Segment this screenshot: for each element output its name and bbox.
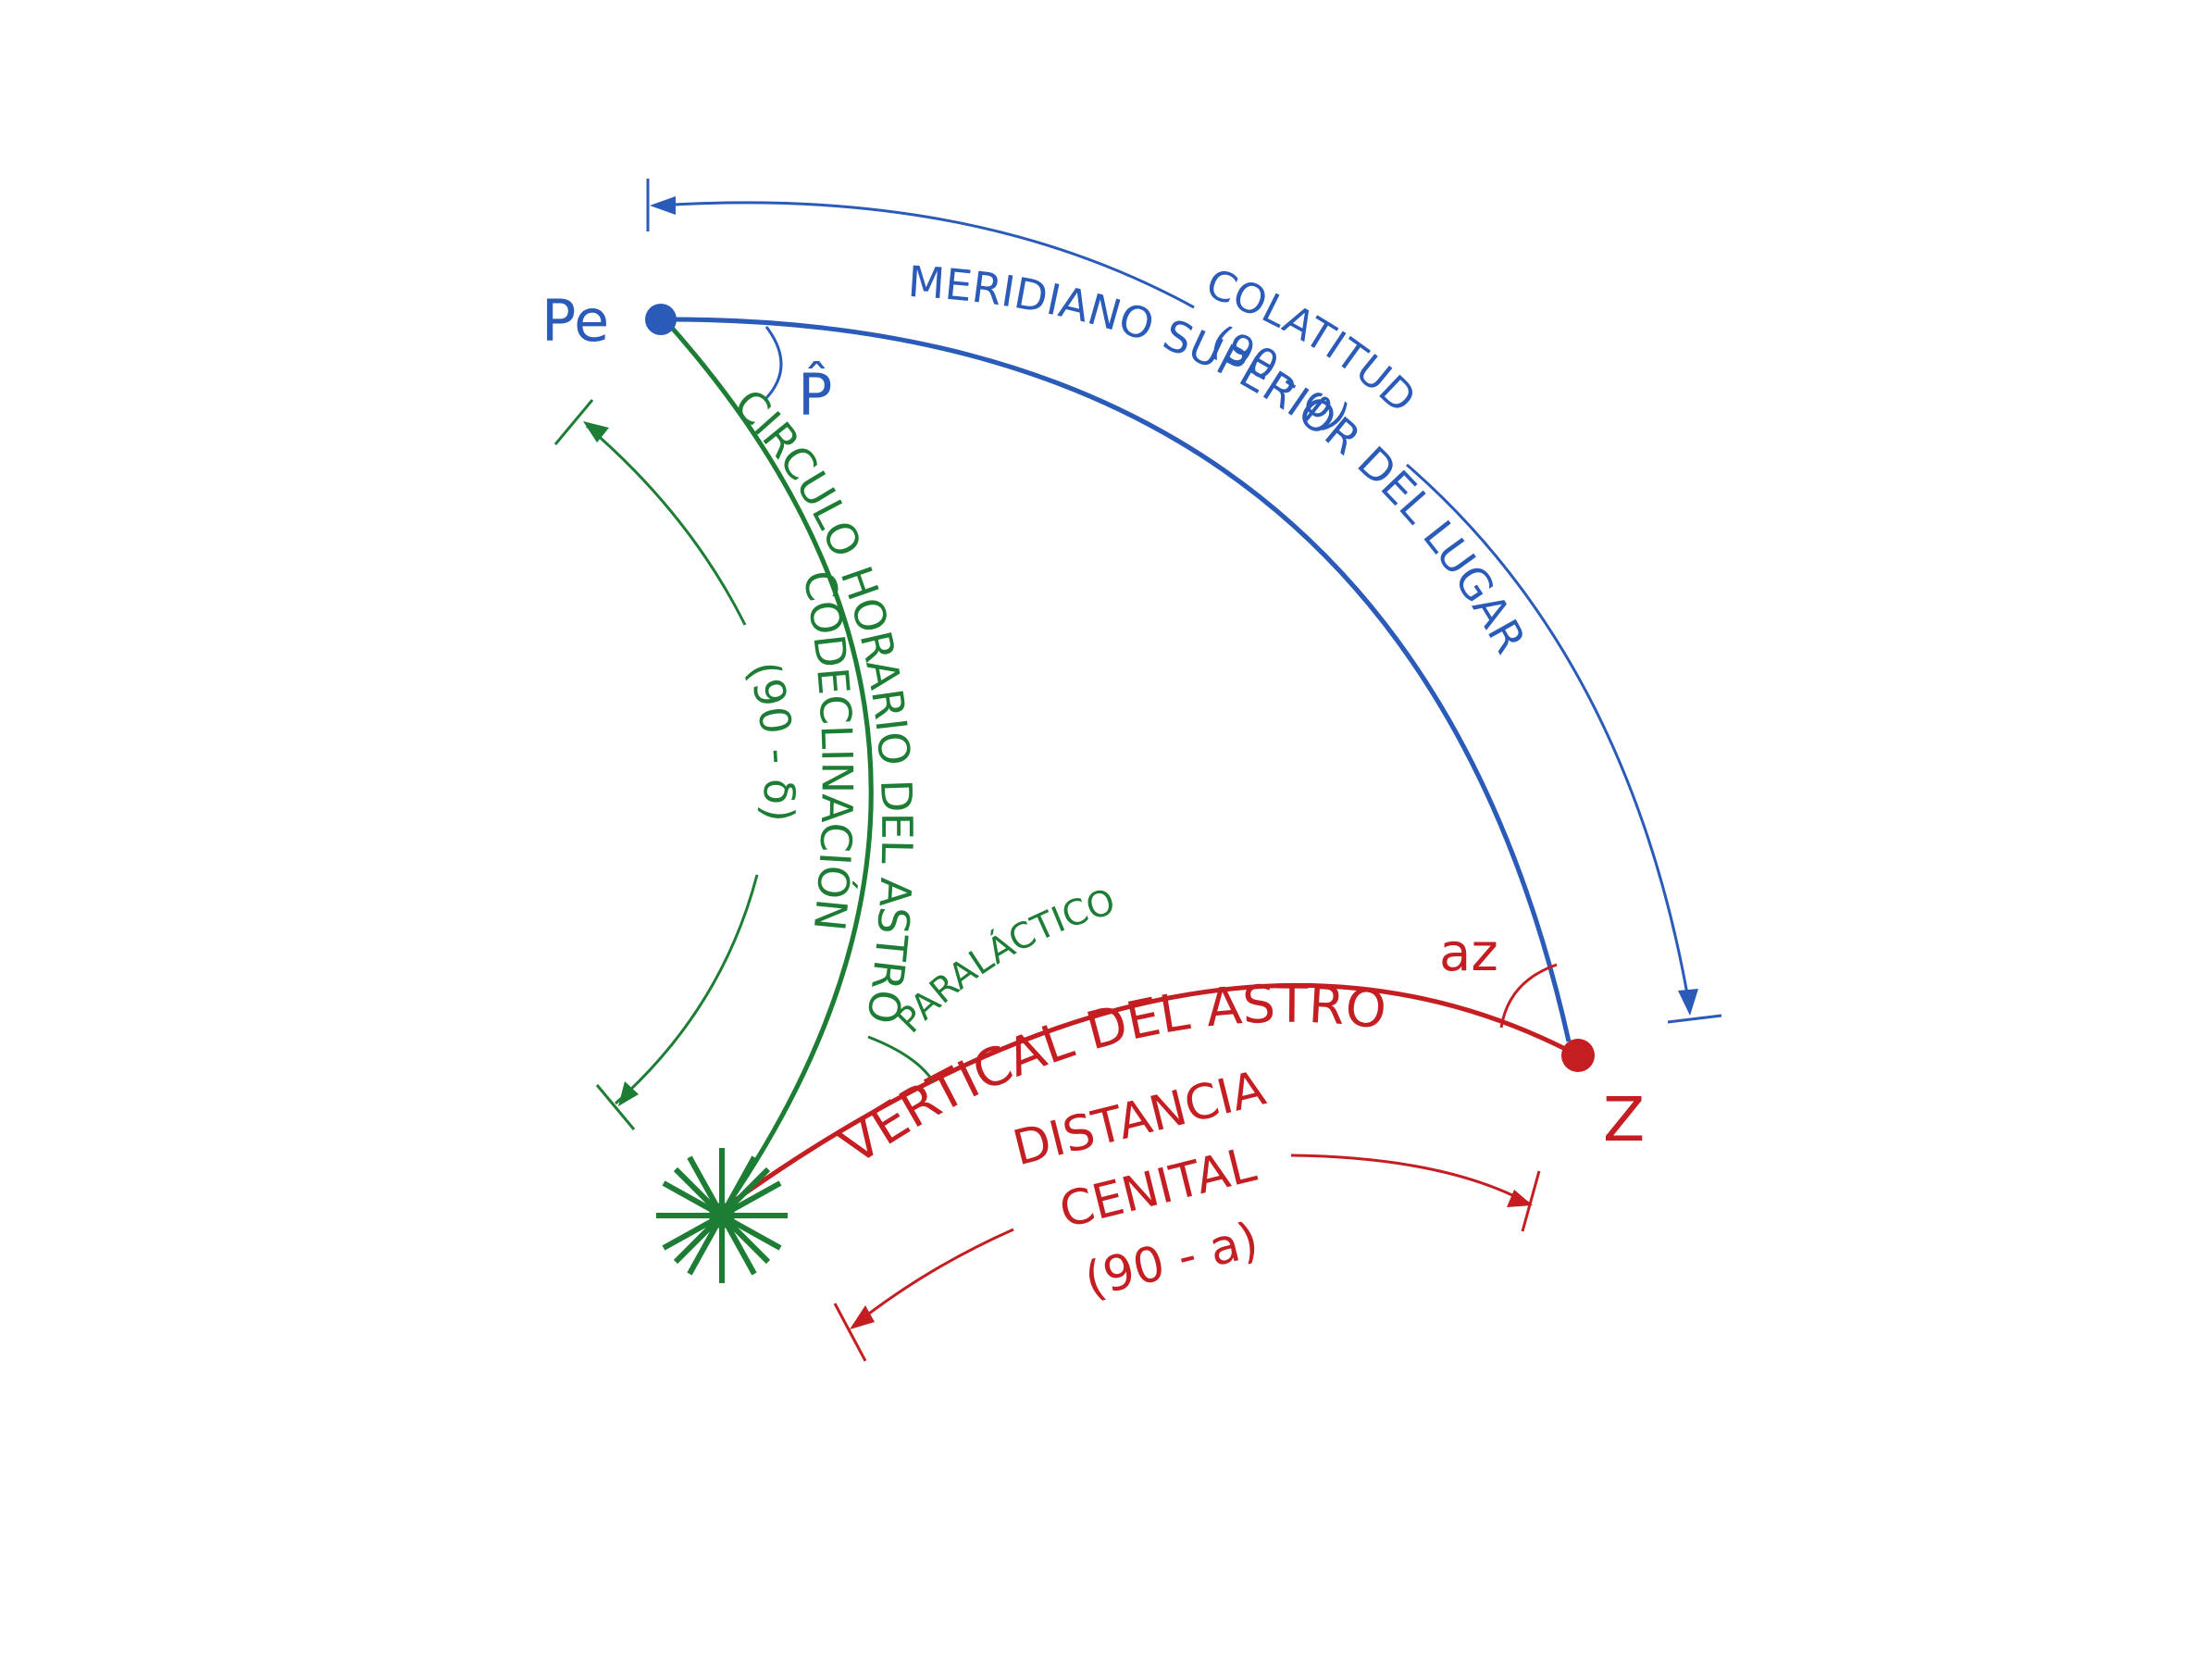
codeclination-dimension-arc-lower — [615, 874, 759, 1105]
pole-point — [645, 304, 677, 335]
zenith-distance-tick-end — [1521, 1170, 1541, 1232]
codeclination-dimension — [553, 399, 759, 1130]
zenith-distance-dimension-arc-left — [852, 1228, 1014, 1328]
pole-angle-arc — [764, 326, 783, 400]
parallactic-angle-arc — [867, 1035, 935, 1082]
zenith-label: Z — [1603, 1084, 1645, 1155]
codeclination-tick-end — [595, 1084, 636, 1130]
meridian-label: MERIDIANO SUPERIOR DEL LUGAR — [906, 256, 1535, 662]
star-icon — [656, 1148, 788, 1283]
vertical-arc — [725, 982, 1580, 1209]
codeclination-dimension-arc-upper — [586, 424, 747, 626]
colatitude-arrow-start — [650, 196, 676, 215]
zenith-distance-dimension — [833, 1154, 1541, 1362]
meridian-arc — [664, 317, 1572, 1042]
pole-angle-label: P̂ — [798, 361, 832, 429]
colatitude-dimension-arc-upper — [658, 201, 1195, 309]
colatitude-arrow-end — [1678, 989, 1698, 1016]
codeclination-arrow-end — [618, 1081, 639, 1106]
azimuth-label: az — [1439, 923, 1498, 983]
zenith-distance-arrow-start — [850, 1305, 875, 1329]
hour-circle-arc — [663, 318, 874, 1208]
pole-label: Pe — [541, 287, 609, 355]
colatitude-dimension-arc-lower — [1406, 463, 1691, 1005]
codeclination-tick-start — [553, 399, 594, 445]
zenith-point — [1561, 1039, 1595, 1072]
codeclination-arrow-start — [583, 421, 609, 443]
codeclination-formula: (90 - δ) — [738, 655, 804, 823]
zenith-distance-arrow-end — [1507, 1190, 1533, 1207]
colatitude-dimension — [646, 179, 1722, 1024]
azimuth-angle-arc — [1499, 963, 1558, 1029]
zenith-distance-dimension-arc-right — [1290, 1154, 1530, 1205]
colatitude-tick-end — [1667, 1014, 1722, 1024]
zenith-distance-tick-start — [833, 1303, 867, 1362]
